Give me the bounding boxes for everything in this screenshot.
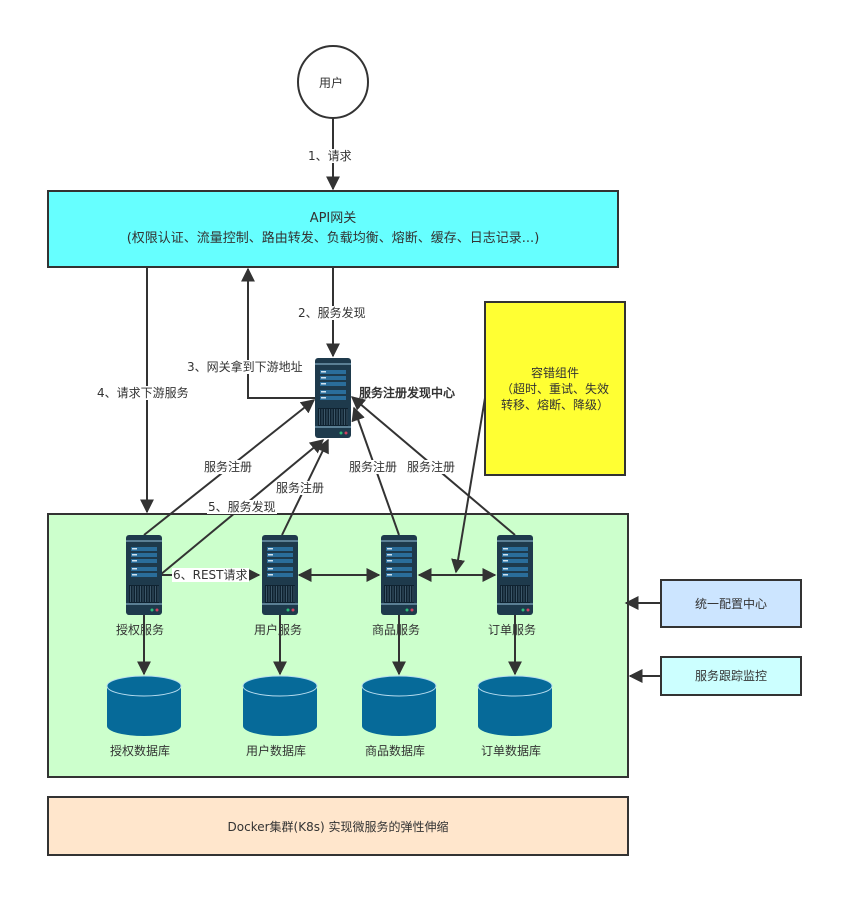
service-order-server-icon <box>497 535 533 615</box>
registry-server-icon <box>315 358 351 438</box>
step1-label: 1、请求 <box>307 149 353 163</box>
db-order-label: 订单数据库 <box>481 744 542 758</box>
config-center-label: 统一配置中心 <box>694 597 767 611</box>
tracing-label: 服务跟踪监控 <box>694 669 767 683</box>
docker-box <box>47 796 629 856</box>
register-user-label: 服务注册 <box>275 481 326 495</box>
gateway-desc: (权限认证、流量控制、路由转发、负载均衡、熔断、缓存、日志记录...) <box>126 231 540 246</box>
config-center-box <box>660 579 802 628</box>
db-user-label: 用户数据库 <box>246 744 307 758</box>
step6-label: 6、REST请求 <box>172 568 249 582</box>
gateway-title: API网关 <box>309 211 357 226</box>
edge-fault-tolerance <box>451 397 486 574</box>
register-auth-label: 服务注册 <box>203 460 254 474</box>
step2-label: 2、服务发现 <box>297 306 367 320</box>
service-order-label: 订单服务 <box>488 623 537 637</box>
registry-label: 服务注册发现中心 <box>359 386 456 400</box>
api-gateway-box <box>47 190 619 268</box>
step5-label: 5、服务发现 <box>207 500 277 514</box>
step3-label: 3、网关拿到下游地址 <box>186 360 304 374</box>
service-product-server-icon <box>381 535 417 615</box>
service-product-label: 商品服务 <box>372 623 421 637</box>
fault-tolerance-line1: （超时、重试、失效 <box>500 382 609 396</box>
service-user-server-icon <box>262 535 298 615</box>
register-product-label: 服务注册 <box>348 460 399 474</box>
fault-tolerance-box <box>484 301 626 476</box>
service-auth-label: 授权服务 <box>116 623 165 637</box>
user-label: 用户 <box>319 76 344 90</box>
db-product-label: 商品数据库 <box>365 744 426 758</box>
fault-tolerance-title: 容错组件 <box>530 366 579 380</box>
tracing-box <box>660 656 802 696</box>
fault-tolerance-line2: 转移、熔断、降级） <box>500 398 609 412</box>
service-auth-server-icon <box>126 535 162 615</box>
db-order-icon <box>477 675 553 736</box>
db-user-icon <box>242 675 318 736</box>
docker-label: Docker集群(K8s) 实现微服务的弹性伸缩 <box>227 820 449 834</box>
edge-gateway-address <box>241 267 316 399</box>
db-product-icon <box>361 675 437 736</box>
step4-label: 4、请求下游服务 <box>96 386 190 400</box>
register-order-label: 服务注册 <box>406 460 457 474</box>
db-auth-icon <box>106 675 182 736</box>
db-auth-label: 授权数据库 <box>110 744 171 758</box>
service-user-label: 用户服务 <box>254 623 303 637</box>
